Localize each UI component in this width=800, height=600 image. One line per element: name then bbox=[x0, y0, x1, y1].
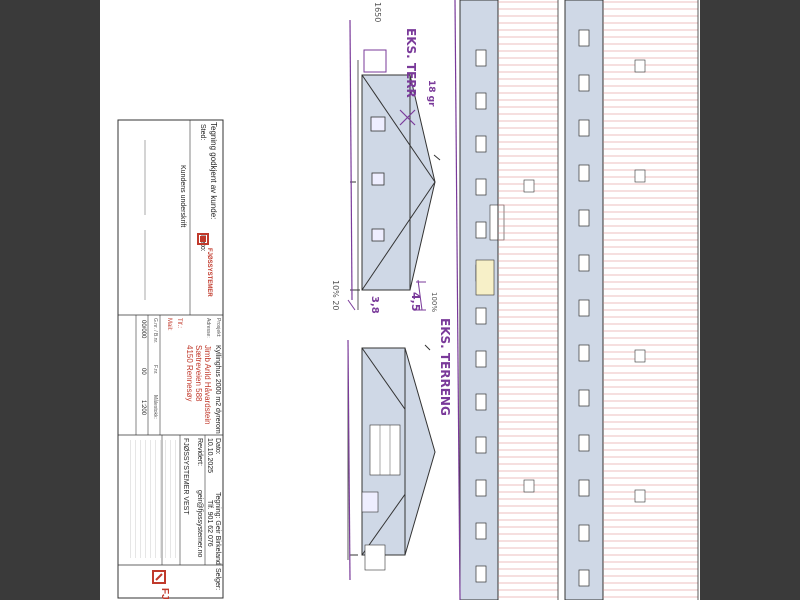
dim-4-5: 4,5 bbox=[409, 292, 422, 312]
gable-elevation-lower bbox=[347, 340, 436, 571]
window bbox=[475, 92, 487, 110]
roof-vent bbox=[634, 169, 646, 183]
long-elevation-2 bbox=[564, 0, 699, 600]
window bbox=[475, 522, 487, 540]
window bbox=[578, 119, 590, 137]
window bbox=[578, 299, 590, 317]
window bbox=[475, 178, 487, 196]
window bbox=[578, 479, 590, 497]
window bbox=[475, 307, 487, 325]
elevation-drawings bbox=[347, 0, 699, 600]
long-elevation-1 bbox=[459, 0, 559, 600]
window bbox=[578, 164, 590, 182]
roof-vent bbox=[634, 349, 646, 363]
pencil-note-top: 1650 bbox=[373, 2, 382, 23]
window bbox=[475, 221, 487, 239]
pencil-note-dim: 100% bbox=[430, 292, 438, 313]
window bbox=[475, 49, 487, 67]
pencil-note-low: 10% 20 bbox=[331, 280, 340, 311]
roof-vent bbox=[634, 489, 646, 503]
roof-vent bbox=[634, 59, 646, 73]
window bbox=[578, 389, 590, 407]
window bbox=[578, 524, 590, 542]
window bbox=[475, 565, 487, 583]
gable-elevation-upper bbox=[350, 49, 441, 310]
slope-label: 18 gr bbox=[426, 80, 436, 107]
drawing-sheet: Tegning godkjent av kunde: Sted: Dato: K… bbox=[100, 0, 700, 600]
window bbox=[578, 29, 590, 47]
terrain-lines bbox=[347, 0, 461, 600]
logo-mark-icon bbox=[197, 233, 209, 245]
eks-terr-label-2: EKS. TERRENG bbox=[438, 318, 452, 416]
dim-3-8: 3,8 bbox=[369, 296, 380, 314]
window bbox=[475, 436, 487, 454]
window bbox=[475, 135, 487, 153]
roof-vent bbox=[523, 479, 535, 493]
roof-vent bbox=[523, 179, 535, 193]
window bbox=[578, 344, 590, 362]
window bbox=[578, 74, 590, 92]
company-logo: FJØSSYSTEMER bbox=[194, 232, 216, 312]
bottom-logo: FJ bbox=[150, 568, 170, 600]
window bbox=[578, 209, 590, 227]
window bbox=[578, 569, 590, 587]
logo-square-icon bbox=[152, 570, 166, 584]
window bbox=[578, 254, 590, 272]
window bbox=[475, 393, 487, 411]
eks-terr-label-1: EKS. TERR bbox=[404, 28, 418, 98]
window bbox=[475, 479, 487, 497]
fine-print-block bbox=[130, 440, 176, 558]
window bbox=[578, 434, 590, 452]
window bbox=[475, 350, 487, 368]
